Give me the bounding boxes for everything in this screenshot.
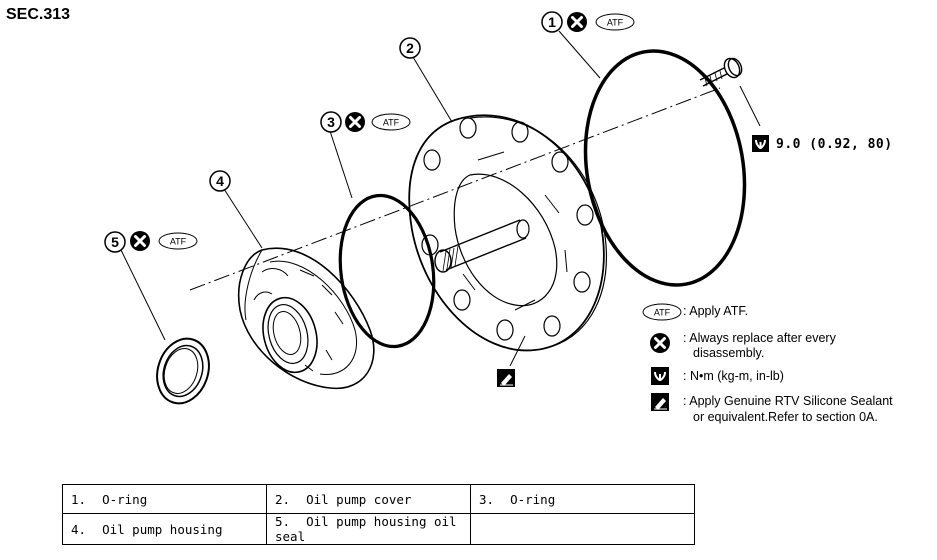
legend-replace-line2: disassembly. [693,346,765,360]
torque-value: 9.0 (0.92, 80) [776,137,893,152]
legend-torque-wrench-icon [651,367,669,385]
replace-x-icon [343,110,367,134]
callout-3-number: 3 [327,114,335,130]
callout-4-number: 4 [216,173,224,189]
part-name: Oil pump housing [102,521,223,537]
part-number: 1. [71,491,87,507]
replace-x-icon [128,229,152,253]
callout-3 [320,110,411,134]
callout-5 [104,229,198,253]
center-axis-line [189,87,721,291]
bolt-icon [699,57,743,87]
sealant-icon [497,369,515,387]
callout-1 [541,10,635,34]
leader-lines [120,30,761,367]
part-name: Oil pump cover [306,491,412,507]
torque-wrench-icon [752,135,769,152]
legend-replace-line1: : Always replace after every [683,331,836,345]
oil-seal-part [156,337,210,405]
legend-sealant-icon [651,393,669,411]
legend-atf-text: : Apply ATF. [683,304,749,318]
table-cell: 1. O-ring [62,484,267,514]
callout-5-number: 5 [111,234,119,250]
callout-1-badge: ATF [607,18,624,28]
part-number: 2. [275,491,291,507]
table-row: 1. O-ring 2. Oil pump cover 3. O-ring [62,484,695,514]
table-cell: 4. Oil pump housing [62,513,267,545]
callout-1-number: 1 [548,14,556,30]
oil-pump-housing-part [238,247,375,390]
part-name: O-ring [102,491,148,507]
callout-5-badge: ATF [170,237,187,247]
table-cell [470,513,695,545]
legend-sealant-line1: : Apply Genuine RTV Silicone Sealant [683,394,893,408]
callout-2 [399,37,421,59]
part-name: O-ring [510,491,556,507]
callout-3-badge: ATF [383,118,400,128]
table-cell: 2. Oil pump cover [266,484,471,514]
part-number: 3. [479,491,495,507]
replace-x-icon [565,10,589,34]
part-number: 5. [275,514,291,529]
legend-replace-x-icon [648,331,672,355]
legend-sealant-line2: or equivalent.Refer to section 0A. [693,410,878,424]
o-ring-1-part [583,49,747,287]
callout-4 [209,170,231,192]
legend-torque-text: : N•m (kg-m, in-lb) [683,369,784,383]
part-name: Oil pump housing oil seal [275,514,457,544]
table-cell: 3. O-ring [470,484,695,514]
svg-text:ATF: ATF [654,308,671,318]
oil-pump-cover-part [408,114,608,352]
table-cell: 5.Oil pump housing oil seal [266,513,471,545]
legend-atf-badge-icon: ATF [642,303,682,321]
parts-table: 1. O-ring 2. Oil pump cover 3. O-ring 4. Oil… [62,484,695,545]
section-label: SEC.313 [6,6,71,23]
table-row: 4. Oil pump housing 5.Oil pump housing oi… [62,513,695,545]
callout-2-number: 2 [406,40,414,56]
o-ring-3-part [338,193,436,349]
part-number: 4. [71,521,87,537]
